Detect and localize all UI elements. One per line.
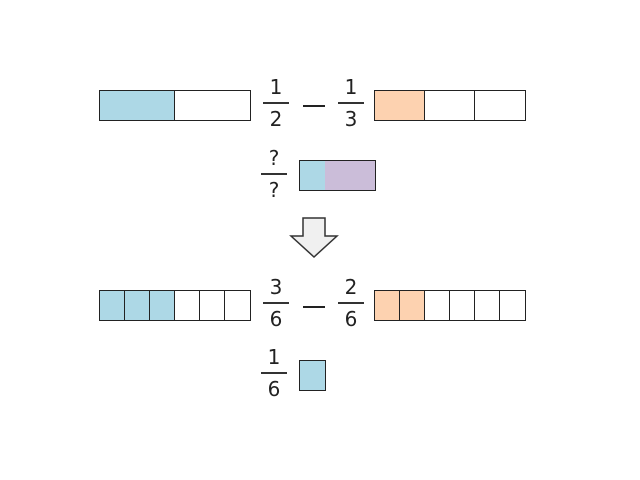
bottom-result-numerator: 1: [267, 345, 281, 369]
fraction-bar: [263, 302, 289, 304]
top-result-bar-blue-part: [300, 161, 325, 190]
bottom-result-bar: [299, 360, 326, 391]
bottom-result-fraction: 1 6: [259, 345, 289, 401]
bottom-result-bar-filled-part: [300, 361, 325, 390]
top-result-numerator: ?: [268, 146, 280, 170]
top-right-fraction: 1 3: [336, 75, 366, 131]
top-left-numerator: 1: [269, 75, 283, 99]
top-right-bar-filled-part: [375, 91, 425, 120]
bottom-minus-sign: [303, 306, 325, 308]
bottom-right-bar-empty-part: [450, 291, 475, 320]
top-left-bar-empty-part: [175, 91, 250, 120]
fraction-bar: [261, 173, 287, 175]
fraction-bar: [338, 102, 364, 104]
top-left-bar: [99, 90, 251, 121]
bottom-left-bar: [99, 290, 251, 321]
top-left-fraction: 1 2: [261, 75, 291, 131]
bottom-right-fraction: 2 6: [336, 275, 366, 331]
bottom-left-fraction: 3 6: [261, 275, 291, 331]
top-right-bar-empty-part: [425, 91, 475, 120]
bottom-left-bar-filled-part: [150, 291, 175, 320]
bottom-right-bar-filled-part: [375, 291, 400, 320]
top-minus-sign: [303, 105, 325, 107]
top-left-denominator: 2: [269, 106, 283, 131]
bottom-right-bar: [374, 290, 526, 321]
top-right-bar: [374, 90, 526, 121]
down-arrow-icon: [289, 217, 339, 259]
bottom-left-bar-empty-part: [225, 291, 250, 320]
fraction-bar: [338, 302, 364, 304]
top-result-fraction: ? ?: [259, 146, 289, 202]
top-right-bar-empty-part: [475, 91, 525, 120]
bottom-left-bar-filled-part: [125, 291, 150, 320]
bottom-left-bar-empty-part: [175, 291, 200, 320]
top-right-numerator: 1: [344, 75, 358, 99]
bottom-left-bar-empty-part: [200, 291, 225, 320]
top-left-bar-filled-part: [100, 91, 175, 120]
bottom-left-denominator: 6: [269, 306, 283, 331]
bottom-left-bar-filled-part: [100, 291, 125, 320]
top-result-bar: [299, 160, 376, 191]
top-right-denominator: 3: [344, 106, 358, 131]
bottom-left-numerator: 3: [269, 275, 283, 299]
bottom-right-bar-filled-part: [400, 291, 425, 320]
fraction-bar: [261, 372, 287, 374]
fraction-bar: [263, 102, 289, 104]
bottom-result-denominator: 6: [267, 376, 281, 401]
bottom-right-bar-empty-part: [475, 291, 500, 320]
top-result-denominator: ?: [268, 177, 280, 202]
top-result-bar-lavender-part: [324, 161, 375, 190]
bottom-right-bar-empty-part: [500, 291, 525, 320]
bottom-right-numerator: 2: [344, 275, 358, 299]
bottom-right-bar-empty-part: [425, 291, 450, 320]
bottom-right-denominator: 6: [344, 306, 358, 331]
